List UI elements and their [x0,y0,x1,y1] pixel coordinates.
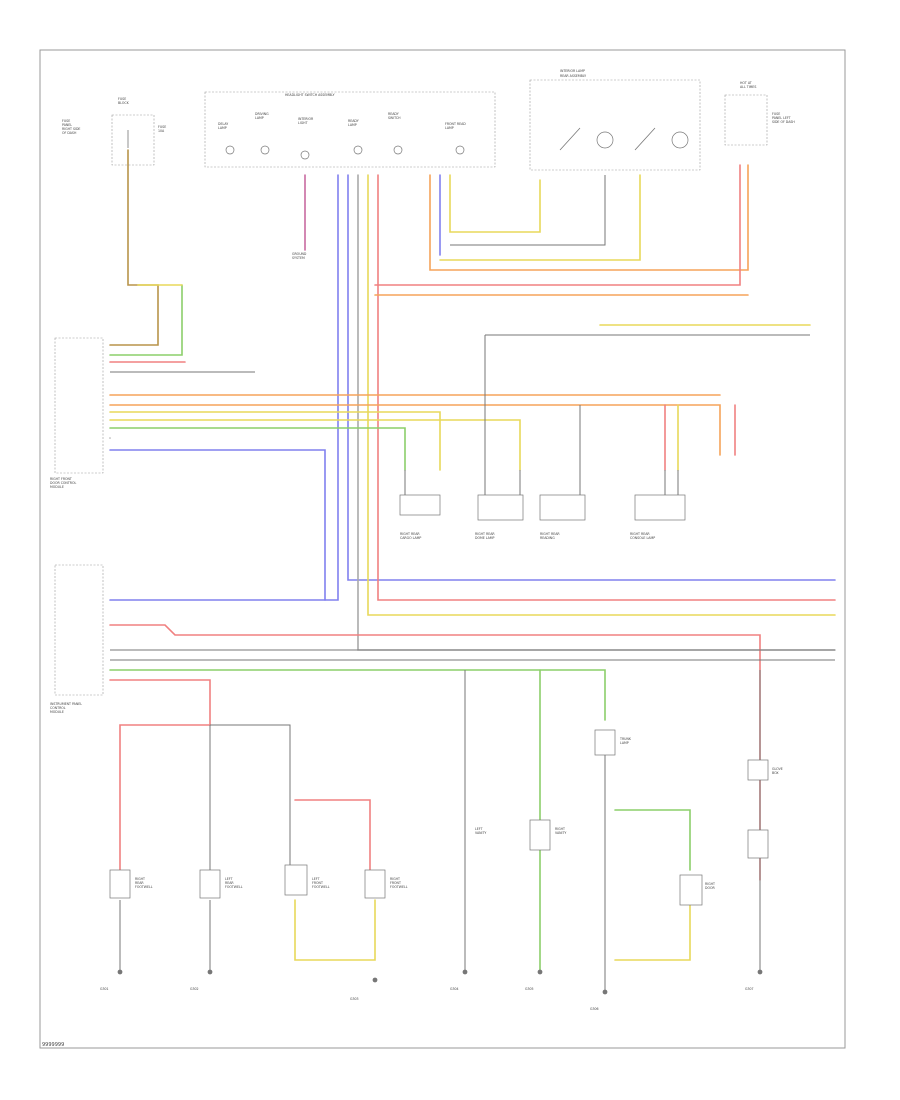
svg-text:DOOR: DOOR [705,886,715,890]
svg-text:RIGHT: RIGHT [390,877,400,881]
svg-text:LAMP: LAMP [218,126,227,130]
svg-text:LAMP: LAMP [445,126,454,130]
svg-text:RIGHT: RIGHT [135,877,145,881]
svg-text:VANITY: VANITY [555,831,566,835]
svg-text:INTERIOR LAMP: INTERIOR LAMP [560,69,585,73]
svg-text:HOT AT: HOT AT [740,81,752,85]
svg-text:LAMP: LAMP [348,123,357,127]
svg-text:REAR: REAR [135,881,144,885]
svg-text:TRUNK: TRUNK [619,737,632,741]
svg-text:CARGO LAMP: CARGO LAMP [400,536,421,540]
svg-text:READING: READING [540,536,555,540]
svg-text:DOME LAMP: DOME LAMP [475,536,495,540]
svg-text:G302: G302 [190,987,199,991]
svg-text:VANITY: VANITY [475,831,486,835]
svg-text:ALL TIMES: ALL TIMES [740,85,756,89]
svg-text:RIGHT REAR: RIGHT REAR [630,532,650,536]
svg-text:GLOVE: GLOVE [772,767,783,771]
svg-text:G304: G304 [450,987,459,991]
svg-text:FRONT: FRONT [390,881,401,885]
svg-text:RIGHT REAR: RIGHT REAR [540,532,560,536]
svg-text:DELAY: DELAY [218,122,228,126]
svg-text:CONSOLE LAMP: CONSOLE LAMP [630,536,655,540]
svg-text:DOOR CONTROL: DOOR CONTROL [50,481,76,485]
svg-text:G305: G305 [525,987,534,991]
svg-text:FOOTWELL: FOOTWELL [135,885,153,889]
svg-text:G307: G307 [745,987,754,991]
svg-text:SWITCH: SWITCH [388,116,401,120]
svg-text:OF DASH: OF DASH [62,131,77,135]
svg-text:LEFT: LEFT [312,877,320,881]
svg-text:LAMP: LAMP [255,116,264,120]
svg-text:FOOTWELL: FOOTWELL [312,885,330,889]
svg-text:GROUND: GROUND [292,252,307,256]
svg-text:LEFT: LEFT [475,827,483,831]
svg-text:10A: 10A [158,129,165,133]
svg-text:G303: G303 [350,997,359,1001]
svg-text:READY: READY [348,119,359,123]
svg-text:FOOTWELL: FOOTWELL [390,885,408,889]
svg-text:RIGHT: RIGHT [705,882,715,886]
svg-text:FUSE: FUSE [118,97,126,101]
svg-text:RIGHT SIDE: RIGHT SIDE [62,127,80,131]
svg-text:FUSE: FUSE [772,112,780,116]
svg-text:READY: READY [388,112,399,116]
svg-text:SIDE OF DASH: SIDE OF DASH [772,120,795,124]
svg-text:PANEL LEFT: PANEL LEFT [772,116,791,120]
svg-text:CONTROL: CONTROL [50,706,66,710]
svg-text:RIGHT REAR: RIGHT REAR [475,532,495,536]
diagram-frame [39,49,846,1049]
svg-text:MODULE: MODULE [50,710,64,714]
svg-text:MODULE: MODULE [50,485,64,489]
svg-text:PANEL: PANEL [62,123,72,127]
svg-text:FOOTWELL: FOOTWELL [225,885,243,889]
svg-text:REAR ASSEMBLY: REAR ASSEMBLY [560,74,586,78]
svg-text:RIGHT: RIGHT [555,827,565,831]
svg-text:G301: G301 [100,987,109,991]
svg-text:INTERIOR: INTERIOR [298,117,314,121]
svg-text:REAR: REAR [225,881,234,885]
svg-text:INSTRUMENT PANEL: INSTRUMENT PANEL [50,702,82,706]
svg-text:RIGHT REAR: RIGHT REAR [400,532,420,536]
svg-text:BLOCK: BLOCK [118,101,130,105]
svg-text:HEADLIGHT SWITCH ASSEMBLY: HEADLIGHT SWITCH ASSEMBLY [285,93,335,97]
svg-text:FRONT READ: FRONT READ [445,122,466,126]
svg-text:BOX: BOX [772,771,779,775]
svg-text:SYSTEM: SYSTEM [292,256,305,260]
svg-text:G306: G306 [590,1007,599,1011]
ground-symbols: G301 G302 G303 G304 G305 G306 G307 [100,969,763,1011]
diagram-id: 9999999 [42,1042,64,1048]
svg-text:DRIVING: DRIVING [255,112,269,116]
svg-text:LIGHT: LIGHT [298,121,308,125]
svg-text:FUSE: FUSE [158,125,166,129]
svg-text:FUSE: FUSE [62,119,70,123]
svg-text:LAMP: LAMP [620,741,629,745]
svg-text:LEFT: LEFT [225,877,233,881]
svg-text:FRONT: FRONT [312,881,323,885]
svg-text:RIGHT FRONT: RIGHT FRONT [50,477,72,481]
